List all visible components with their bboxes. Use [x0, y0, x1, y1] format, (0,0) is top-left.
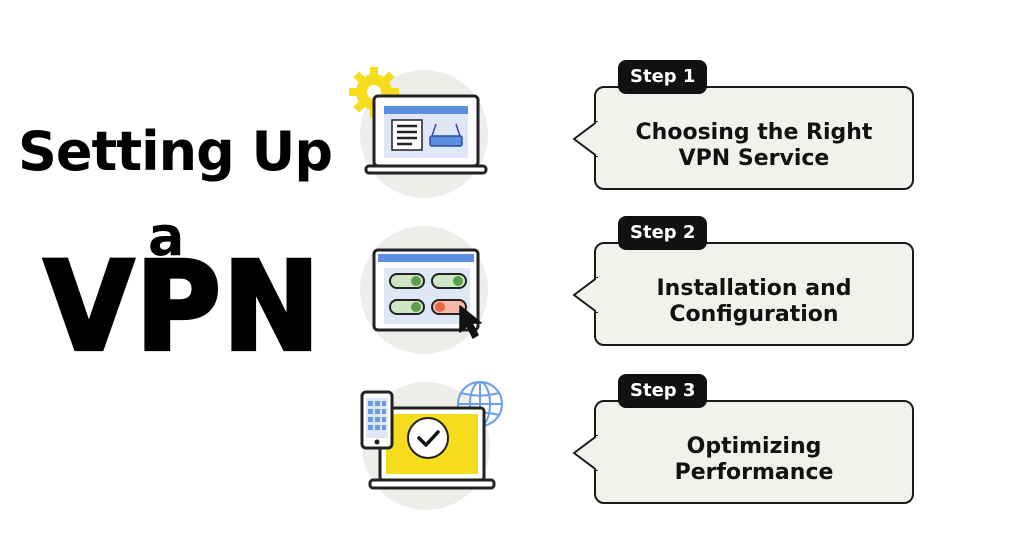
- title-line-1: Setting Up: [18, 120, 333, 183]
- devices-globe-check-icon: [356, 372, 506, 512]
- step-1-text-line-2: VPN Service: [678, 146, 830, 171]
- step-1-text-line-1: Choosing the Right: [635, 120, 873, 145]
- step-1-text: Choosing the Right VPN Service: [596, 120, 912, 172]
- laptop-router-gear-icon: [344, 62, 494, 202]
- title-line-2: a: [148, 205, 185, 268]
- step-2-card: Step 2 Installation and Configuration: [573, 216, 914, 346]
- step-1-card: Step 1 Choosing the Right VPN Service: [573, 60, 914, 190]
- step-2-text: Installation and Configuration: [596, 276, 912, 328]
- step-3-text-line-2: Performance: [674, 460, 834, 485]
- step-3-card: Step 3 Optimizing Performance: [573, 374, 914, 504]
- step-3-badge: Step 3: [618, 374, 708, 408]
- step-3-text: Optimizing Performance: [596, 434, 912, 486]
- title-line-3-vpn: VPN: [42, 235, 322, 381]
- step-2-text-line-2: Configuration: [669, 302, 839, 327]
- settings-toggles-cursor-icon: [352, 220, 502, 360]
- step-2-text-line-1: Installation and: [656, 276, 852, 301]
- step-2-badge: Step 2: [618, 216, 708, 250]
- step-3-text-line-1: Optimizing: [686, 434, 822, 459]
- step-1-badge: Step 1: [618, 60, 708, 94]
